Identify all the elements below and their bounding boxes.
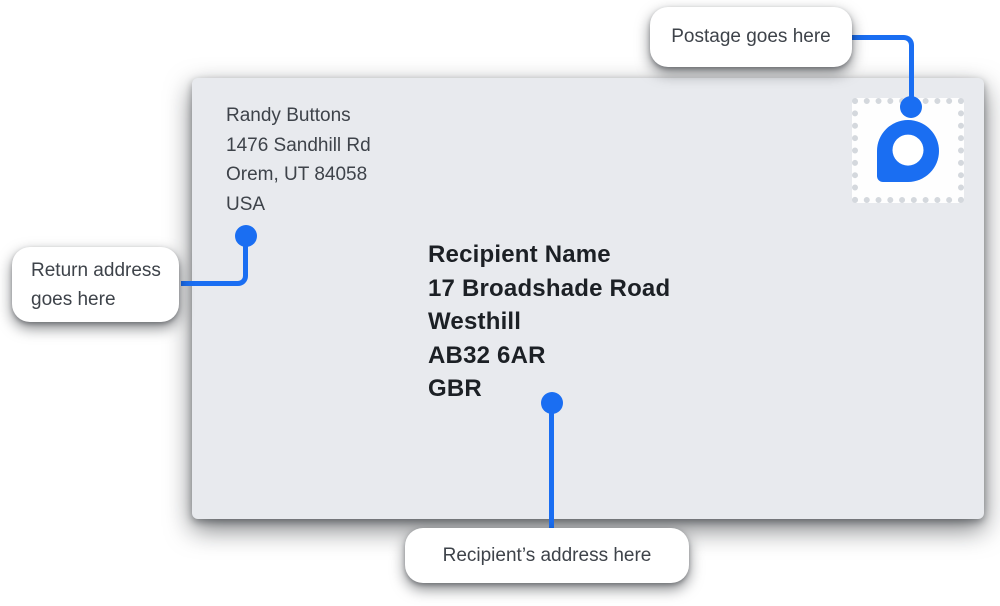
callout-postage: Postage goes here [650,7,852,67]
return-address-anchor-dot [235,225,257,247]
recipient-address-line: GBR [428,375,482,402]
recipient-address-line: AB32 6AR [428,341,546,369]
brand-pin-icon [877,119,939,182]
callout-return-address: Return address goes here [12,247,179,322]
callout-recipient-address: Recipient’s address here [405,528,689,583]
callout-postage-label: Postage goes here [671,26,831,47]
return-address: Randy Buttons 1476 Sandhill Rd Orem, UT … [226,101,371,219]
recipient-address-connector-line [549,403,554,530]
postage-stamp [852,98,964,203]
return-address-line: Randy Buttons [226,105,351,126]
return-address-connector-line [181,236,248,286]
recipient-address-anchor-dot [541,392,563,414]
postage-anchor-dot [900,96,922,118]
recipient-address-line: 17 Broadshade Road [428,274,671,302]
return-address-line: USA [226,193,266,215]
recipient-address: Recipient Name 17 Broadshade Road Westhi… [428,238,670,406]
recipient-address-line: Westhill [428,308,522,335]
return-address-line: 1476 Sandhill Rd [226,134,371,156]
brand-pin-icon-hole [892,134,924,166]
postage-connector-line [851,35,914,107]
return-address-line: Orem, UT 84058 [226,164,368,185]
callout-return-address-label: Return address goes here [31,259,161,310]
recipient-address-line: Recipient Name [428,241,611,268]
callout-recipient-address-label: Recipient’s address here [442,544,652,566]
